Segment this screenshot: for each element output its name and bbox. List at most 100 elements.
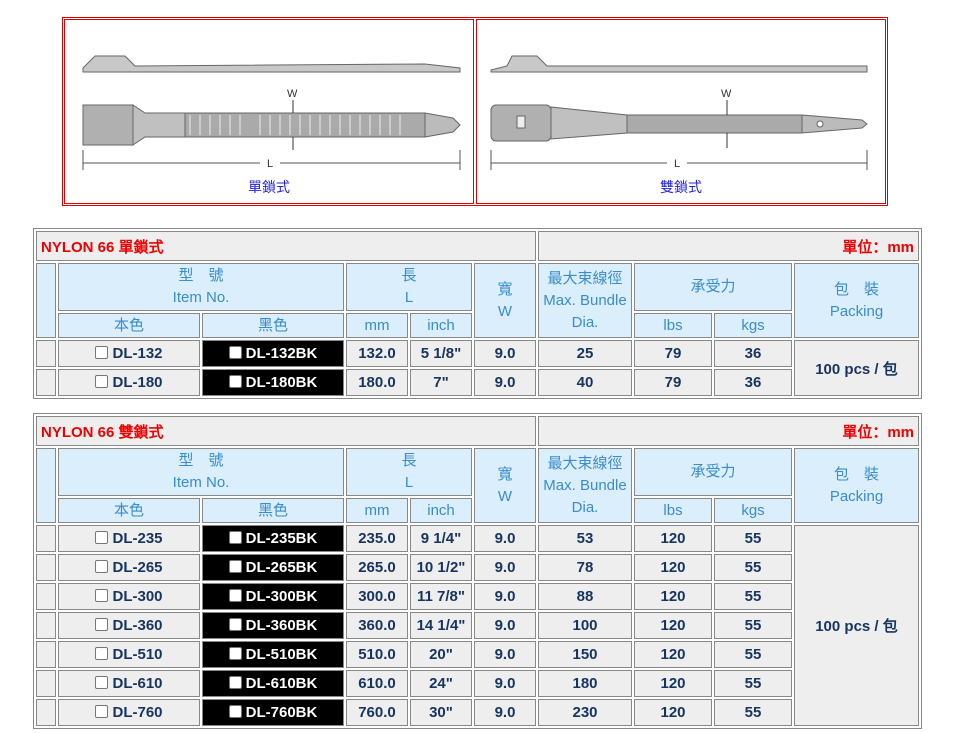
strength-kgs: 55 [714, 554, 792, 581]
item-black: DL-300BK [202, 583, 344, 610]
item-code-black: DL-235BK [245, 530, 318, 547]
strength-lbs: 120 [634, 612, 712, 639]
item-code-black: DL-610BK [245, 675, 318, 692]
table-title-row: NYLON 66 單鎖式單位：mm [36, 231, 919, 261]
header-kgs: kgs [714, 313, 792, 338]
max-bundle-dia: 100 [538, 612, 632, 639]
item-code: DL-760 [112, 704, 163, 721]
item-code-black: DL-132BK [245, 345, 318, 362]
length-mm: 235.0 [346, 525, 408, 552]
select-checkbox[interactable] [228, 346, 242, 359]
strength-kgs: 55 [714, 583, 792, 610]
select-checkbox[interactable] [228, 375, 242, 388]
max-bundle-dia: 180 [538, 670, 632, 697]
length-inch: 14 1/4" [410, 612, 472, 639]
select-checkbox[interactable] [228, 589, 242, 602]
select-checkbox[interactable] [95, 589, 109, 602]
max-bundle-dia: 78 [538, 554, 632, 581]
strength-kgs: 55 [714, 525, 792, 552]
length-mm: 610.0 [346, 670, 408, 697]
select-checkbox[interactable] [228, 705, 242, 718]
item-black: DL-510BK [202, 641, 344, 668]
unit-label: 單位：mm [538, 416, 919, 446]
length-label: L [674, 158, 680, 170]
item-code: DL-180 [112, 374, 163, 391]
width: 9.0 [474, 340, 536, 367]
header-blank [36, 263, 56, 338]
select-checkbox[interactable] [228, 531, 242, 544]
length-inch: 9 1/4" [410, 525, 472, 552]
row-blank [36, 369, 56, 396]
width-label: W [721, 88, 732, 100]
select-checkbox[interactable] [95, 375, 109, 388]
length-inch: 11 7/8" [410, 583, 472, 610]
strength-kgs: 36 [714, 369, 792, 396]
length-label: L [267, 158, 273, 170]
max-bundle-dia: 88 [538, 583, 632, 610]
item-natural: DL-235 [58, 525, 200, 552]
length-inch: 5 1/8" [410, 340, 472, 367]
item-black: DL-265BK [202, 554, 344, 581]
item-black: DL-610BK [202, 670, 344, 697]
header-lbs: lbs [634, 498, 712, 523]
item-code: DL-235 [112, 530, 163, 547]
strength-lbs: 79 [634, 340, 712, 367]
cable-tie-diagrams: W L 單鎖式 W L 雙鎖式 [62, 17, 888, 206]
select-checkbox[interactable] [95, 531, 109, 544]
item-black: DL-235BK [202, 525, 344, 552]
width-label: W [287, 88, 298, 100]
item-natural: DL-760 [58, 699, 200, 726]
width: 9.0 [474, 699, 536, 726]
select-checkbox[interactable] [95, 560, 109, 573]
item-code: DL-300 [112, 588, 163, 605]
item-code-black: DL-180BK [245, 374, 318, 391]
width: 9.0 [474, 369, 536, 396]
length-mm: 300.0 [346, 583, 408, 610]
strength-kgs: 55 [714, 612, 792, 639]
width: 9.0 [474, 670, 536, 697]
row-blank [36, 583, 56, 610]
select-checkbox[interactable] [228, 647, 242, 660]
max-bundle-dia: 40 [538, 369, 632, 396]
strength-lbs: 120 [634, 670, 712, 697]
item-code: DL-610 [112, 675, 163, 692]
select-checkbox[interactable] [228, 618, 242, 631]
strength-lbs: 120 [634, 554, 712, 581]
length-mm: 510.0 [346, 641, 408, 668]
select-checkbox[interactable] [95, 676, 109, 689]
row-blank [36, 670, 56, 697]
select-checkbox[interactable] [228, 560, 242, 573]
strength-kgs: 36 [714, 340, 792, 367]
select-checkbox[interactable] [95, 618, 109, 631]
width: 9.0 [474, 641, 536, 668]
row-blank [36, 699, 56, 726]
length-inch: 30" [410, 699, 472, 726]
item-natural: DL-610 [58, 670, 200, 697]
item-natural: DL-265 [58, 554, 200, 581]
length-inch: 10 1/2" [410, 554, 472, 581]
header-black: 黑色 [202, 313, 344, 338]
select-checkbox[interactable] [228, 676, 242, 689]
item-natural: DL-132 [58, 340, 200, 367]
strength-kgs: 55 [714, 670, 792, 697]
row-blank [36, 340, 56, 367]
select-checkbox[interactable] [95, 705, 109, 718]
select-checkbox[interactable] [95, 647, 109, 660]
header-inch: inch [410, 313, 472, 338]
width: 9.0 [474, 612, 536, 639]
header-mm: mm [346, 498, 408, 523]
length-inch: 20" [410, 641, 472, 668]
width: 9.0 [474, 554, 536, 581]
strength-kgs: 55 [714, 641, 792, 668]
item-code: DL-265 [112, 559, 163, 576]
select-checkbox[interactable] [95, 346, 109, 359]
length-mm: 132.0 [346, 340, 408, 367]
item-code-black: DL-760BK [245, 704, 318, 721]
